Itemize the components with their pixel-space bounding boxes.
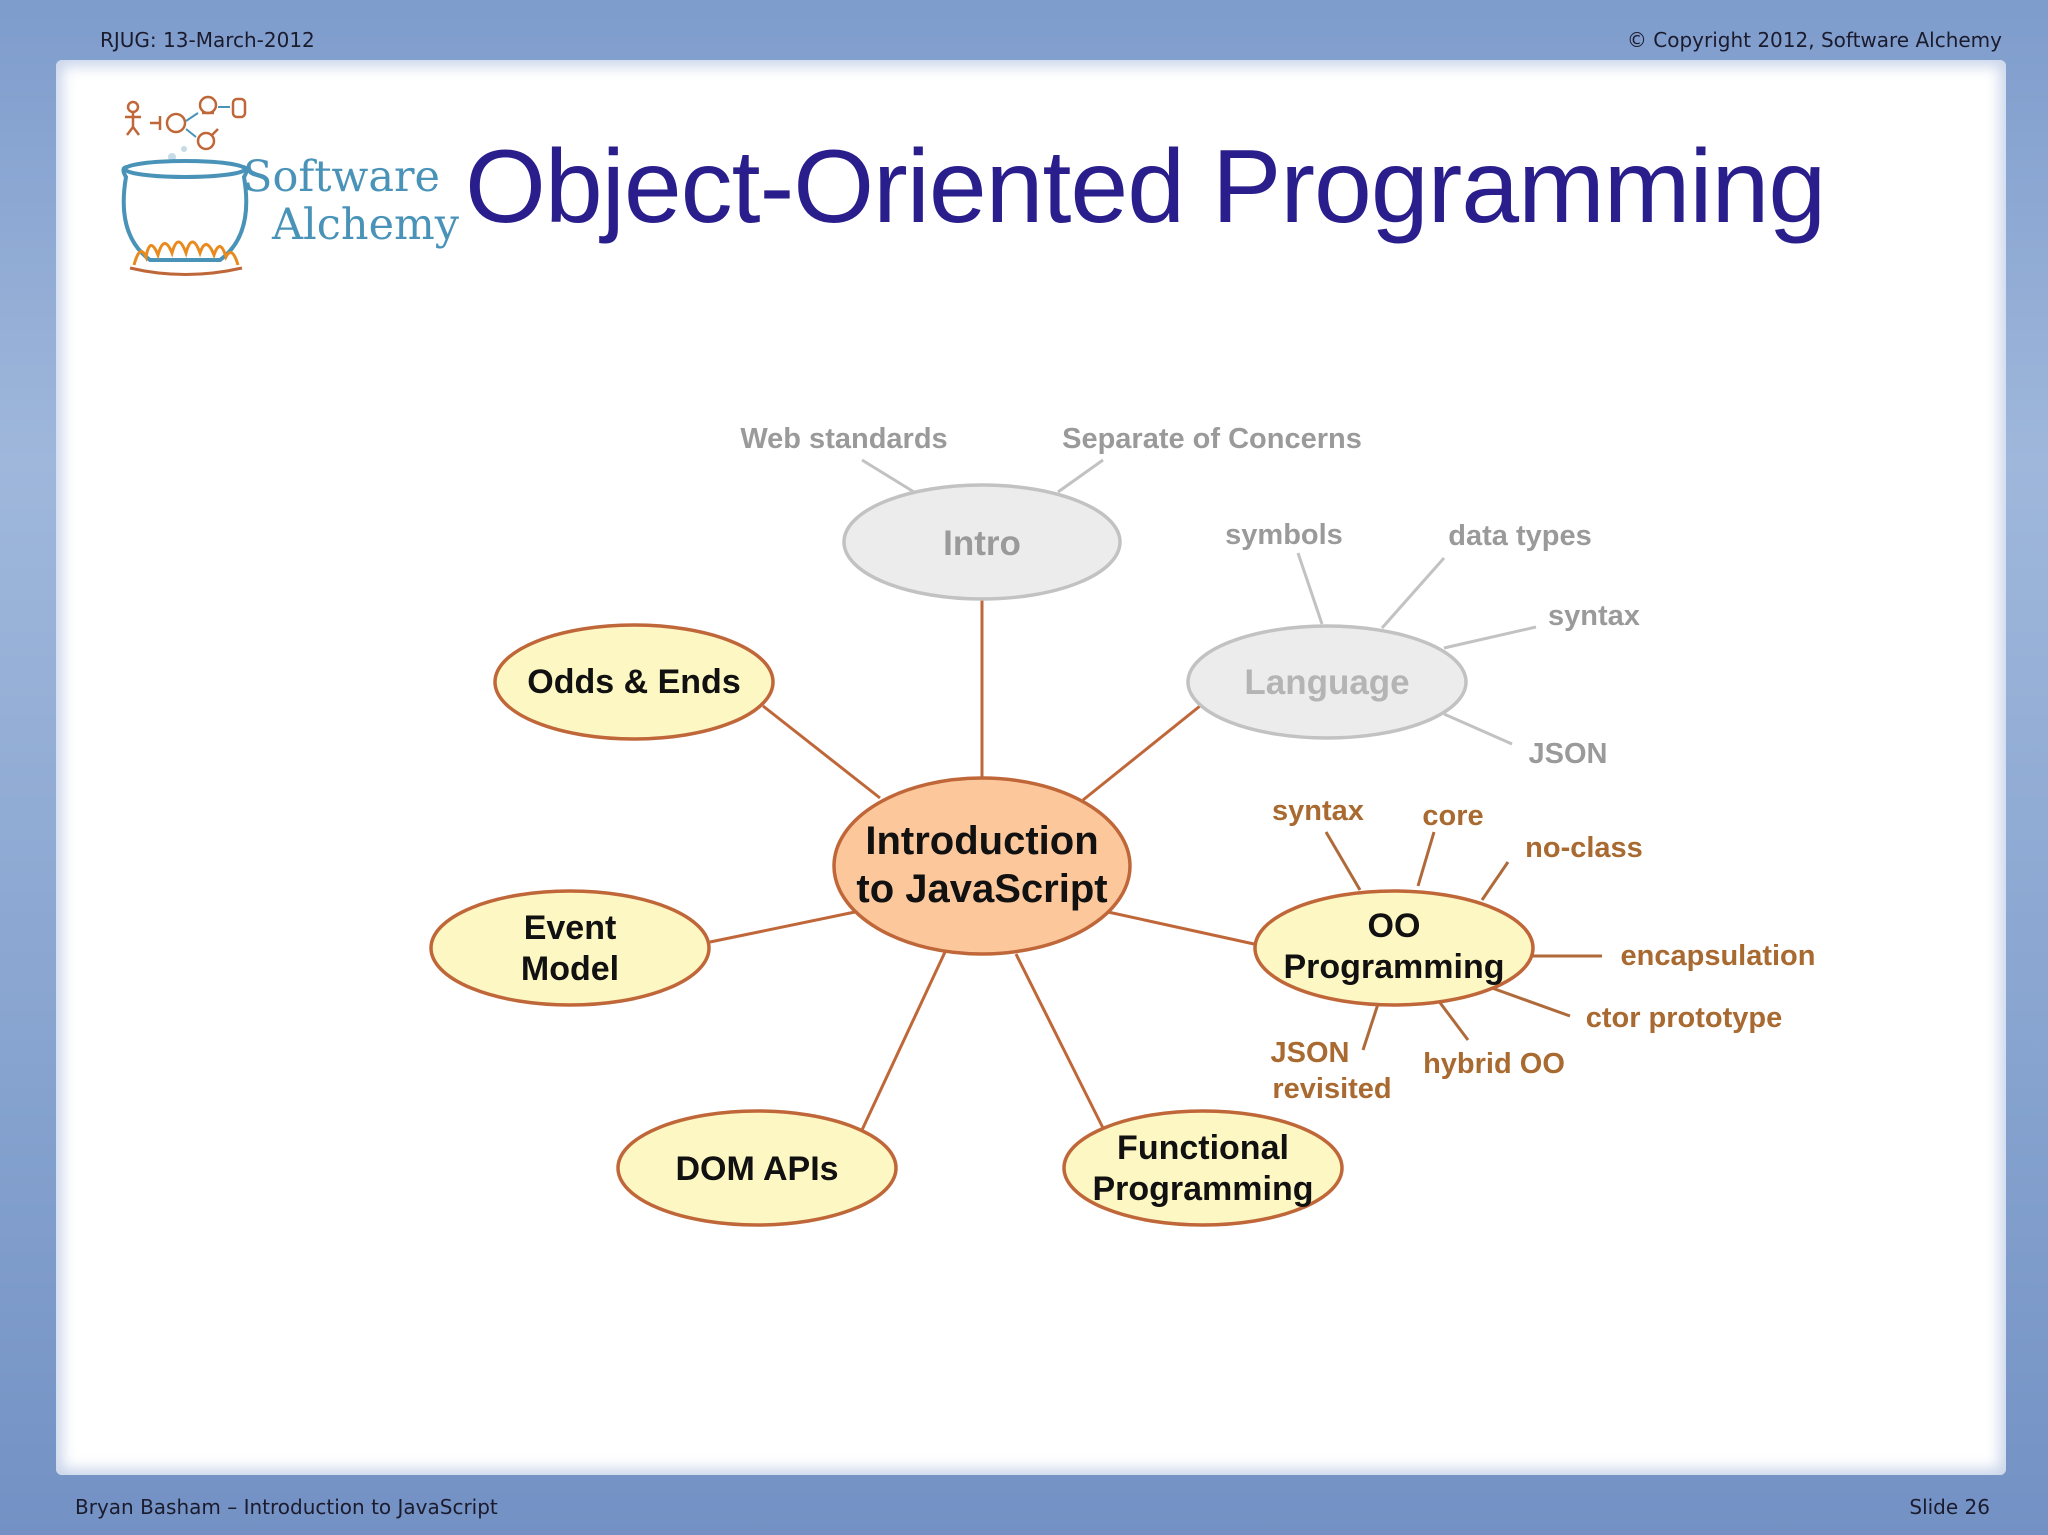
- language-edges: [1296, 552, 1537, 746]
- logo-text-software: Software: [243, 152, 440, 202]
- node-functional-line1: Functional: [1117, 1129, 1289, 1167]
- footer-slide-number: Slide 26: [1909, 1495, 1990, 1519]
- node-intro: [842, 483, 1122, 601]
- header-copyright: © Copyright 2012, Software Alchemy: [1626, 28, 2002, 52]
- node-odds-ends: [493, 623, 775, 741]
- oo-child-encapsulation: encapsulation: [1621, 940, 1816, 972]
- node-oo-line2: Programming: [1283, 948, 1504, 986]
- node-language: [1186, 624, 1468, 740]
- node-event-model-line2: Model: [521, 950, 619, 988]
- intro-child-separate-concerns: Separate of Concerns: [1062, 423, 1362, 455]
- node-odds-ends-label: Odds & Ends: [527, 663, 740, 701]
- node-center-introduction: [832, 776, 1132, 956]
- node-event-model-line1: Event: [524, 909, 617, 947]
- node-oo-line1: OO: [1368, 907, 1421, 945]
- node-event-model: [429, 889, 711, 1007]
- oo-child-syntax: syntax: [1272, 795, 1364, 827]
- oo-child-hybrid-oo: hybrid OO: [1423, 1048, 1565, 1080]
- language-child-syntax: syntax: [1548, 600, 1640, 632]
- header-date: RJUG: 13-March-2012: [100, 28, 315, 52]
- oo-edges: [1324, 831, 1602, 1051]
- oo-child-json: JSON: [1271, 1037, 1350, 1069]
- footer-author: Bryan Basham – Introduction to JavaScrip…: [75, 1495, 498, 1519]
- main-edges: [709, 600, 1255, 1131]
- slide-canvas: [56, 60, 2006, 1475]
- oo-child-revisited: revisited: [1272, 1073, 1391, 1105]
- node-functional-line2: Programming: [1092, 1170, 1313, 1208]
- language-child-json: JSON: [1529, 738, 1608, 770]
- node-center-line1: Introduction: [865, 819, 1098, 863]
- node-language-label: Language: [1244, 663, 1409, 702]
- intro-edges: [861, 458, 1104, 494]
- node-center-line2: to JavaScript: [856, 867, 1107, 911]
- intro-child-web-standards: Web standards: [740, 423, 947, 455]
- oo-child-ctor-prototype: ctor prototype: [1586, 1002, 1783, 1034]
- node-dom-apis-label: DOM APIs: [675, 1150, 838, 1188]
- node-dom-apis: [616, 1109, 898, 1227]
- cauldron-logo-icon: [121, 95, 249, 276]
- language-child-data-types: data types: [1448, 520, 1591, 552]
- node-intro-label: Intro: [943, 524, 1021, 563]
- node-oo-programming: [1253, 889, 1535, 1007]
- node-functional-programming: [1062, 1109, 1344, 1227]
- oo-child-no-class: no-class: [1525, 832, 1643, 864]
- language-child-symbols: symbols: [1225, 519, 1343, 551]
- oo-child-core: core: [1422, 800, 1483, 832]
- logo-text-alchemy: Alchemy: [272, 200, 460, 250]
- page-title: Object-Oriented Programming: [465, 129, 1826, 245]
